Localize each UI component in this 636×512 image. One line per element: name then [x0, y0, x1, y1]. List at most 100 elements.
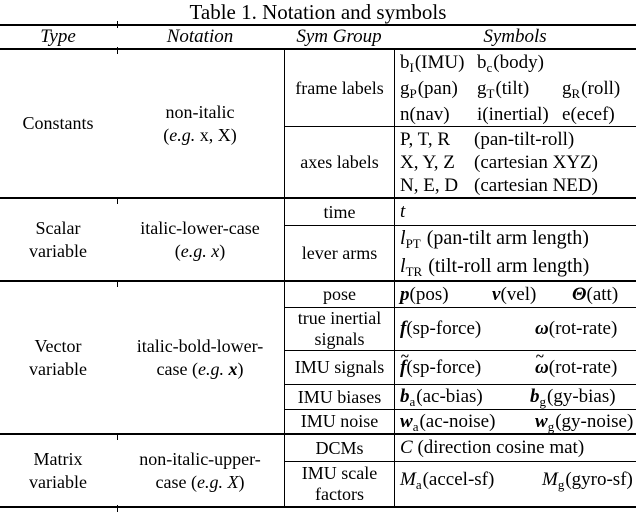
text-segment: (rot-rate): [548, 318, 618, 339]
text-segment: X, Y, Z: [400, 151, 455, 173]
text-segment: (: [174, 240, 181, 261]
type-label-line: Constants: [22, 113, 94, 133]
group-row-imu-signals: IMU signals~f(sp-force)~ω(rot-rate): [285, 350, 636, 384]
group-name-line: DCMs: [315, 437, 364, 458]
text-segment: (sp-force): [406, 318, 482, 339]
text-segment: e.g.: [169, 124, 196, 145]
text-segment: x: [228, 358, 238, 379]
symbol-line: lPT (pan-tilt arm length): [400, 225, 636, 253]
text-segment: X: [227, 471, 239, 492]
text-segment: b: [400, 51, 410, 73]
text-segment: case (: [155, 471, 197, 492]
subscript: a: [409, 394, 416, 409]
text-segment: (sp-force): [406, 356, 482, 378]
column-tick: [117, 197, 118, 204]
symbol-item: wa(ac-noise): [400, 410, 535, 434]
subscript: a: [412, 418, 419, 434]
group-symbols: C (direction cosine mat): [394, 435, 636, 461]
symbol-item: i(inertial): [477, 102, 562, 127]
subscript: g: [547, 418, 555, 434]
text-segment: non-italic: [165, 101, 235, 122]
symbol-item: Mg(gyro-sf): [542, 469, 633, 492]
group-symbols: lPT (pan-tilt arm length)lTR (tilt-roll …: [394, 226, 636, 280]
group-name-line: pose: [323, 284, 356, 304]
symbol-line: X, Y, Z(cartesian XYZ): [400, 151, 636, 174]
symbol-line: P, T, R(pan-tilt-roll): [400, 128, 636, 151]
symbol-line: lTR (tilt-roll arm length): [400, 253, 636, 281]
group-name-line: frame labels: [295, 77, 384, 98]
text-segment: M: [400, 469, 416, 490]
group-row-dcms: DCMs C (direction cosine mat): [285, 435, 636, 461]
group-name-line: axes labels: [300, 151, 379, 172]
group-row-lever-arms: lever arms lPT (pan-tilt arm length)lTR (…: [285, 225, 636, 280]
group-symbols: P, T, R(pan-tilt-roll)X, Y, Z(cartesian …: [394, 127, 636, 197]
text-segment: l: [400, 227, 406, 249]
symbol-item: bg(gy-bias): [530, 386, 616, 409]
text-segment: case (: [156, 358, 198, 379]
group-name: DCMs: [285, 435, 394, 461]
text-segment: (tilt): [495, 77, 530, 99]
tilde-accent: ~: [536, 349, 544, 366]
text-segment: ): [238, 471, 245, 492]
text-segment: n: [400, 103, 410, 125]
text-segment: (inertial): [482, 103, 549, 125]
text-segment: (body): [493, 51, 544, 73]
subscript: g: [539, 394, 547, 409]
text-segment: x, X): [195, 124, 237, 145]
text-segment: g: [562, 77, 572, 99]
symbol-item: Θ(att): [572, 284, 618, 306]
subscript: R: [571, 85, 581, 101]
text-segment: l: [400, 255, 406, 277]
symbol-item: ~f(sp-force): [400, 349, 535, 379]
type-label-line: Scalar: [35, 217, 81, 238]
text-segment: Θ: [572, 283, 587, 305]
math-symbol-tilde: ~f: [400, 349, 409, 378]
group-name: lever arms: [285, 226, 394, 280]
text-segment: (ac-noise): [419, 410, 496, 432]
text-segment: b: [530, 386, 540, 407]
section-constants: Constants non-italic(e.g. x, X) frame labe…: [0, 50, 636, 199]
symbol-item: gP(pan): [400, 76, 477, 102]
text-segment: (IMU): [414, 51, 465, 73]
group-name-line: lever arms: [301, 242, 378, 263]
symbol-item: wg(gy-noise): [535, 411, 633, 434]
symbol-item: X, Y, Z: [400, 151, 474, 174]
symbol-line: p(pos)v(vel)Θ(att): [400, 284, 636, 306]
group-name: frame labels: [285, 50, 394, 126]
group-name-line: signals: [314, 329, 365, 349]
text-segment: (att): [586, 283, 619, 305]
subscript: P: [409, 85, 417, 101]
group-name: IMU signals: [285, 351, 394, 384]
symbol-item: (pan-tilt-roll): [474, 128, 574, 151]
column-tick: [117, 280, 118, 287]
symbol-item: Ma(accel-sf): [400, 469, 542, 492]
type-label-line: variable: [29, 358, 87, 379]
text-segment: ω: [535, 318, 549, 339]
text-segment: g: [477, 77, 487, 99]
text-segment: (pan-tilt-roll): [474, 128, 575, 150]
text-segment: w: [400, 410, 413, 432]
notation-cell: italic-lower-case(e.g. x): [116, 199, 284, 280]
notation-line: non-italic: [116, 101, 284, 124]
text-segment: (: [163, 124, 170, 145]
symbol-item: lPT (pan-tilt arm length): [400, 225, 589, 253]
symbol-item: bc(body): [477, 50, 562, 76]
group-symbols: f(sp-force)ω(rot-rate): [394, 308, 636, 350]
group-name: pose: [285, 282, 394, 307]
symbol-item: ω(rot-rate): [535, 318, 617, 340]
text-segment: italic-bold-lower-: [136, 335, 264, 356]
symbol-item: t: [400, 201, 405, 223]
symbol-line: t: [400, 201, 636, 223]
symbol-item: p(pos): [400, 284, 492, 306]
symbol-line: gP(pan)gT(tilt)gR(roll): [400, 76, 636, 102]
type-cell: Constants: [0, 50, 116, 197]
type-label-line: variable: [29, 240, 87, 261]
